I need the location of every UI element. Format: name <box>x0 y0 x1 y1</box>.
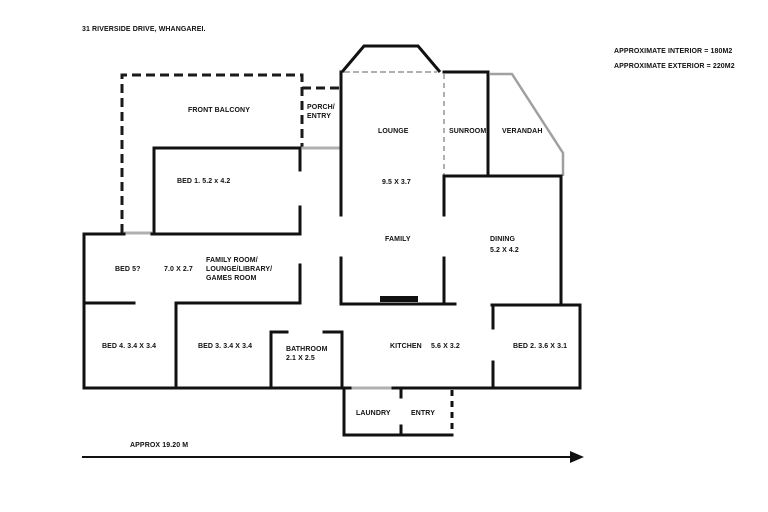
front-balcony-outline <box>120 73 340 233</box>
room-entry: ENTRY <box>411 410 435 417</box>
room-kitchen: KITCHEN <box>390 343 422 350</box>
walls <box>82 70 582 437</box>
room-bed4: BED 4. 3.4 X 3.4 <box>102 343 157 350</box>
exterior-area: APPROXIMATE EXTERIOR = 220M2 <box>614 63 735 70</box>
lounge-bay-window <box>340 44 442 73</box>
light-openings <box>124 71 445 390</box>
room-front-balcony: FRONT BALCONY <box>188 107 250 114</box>
room-bed2: BED 2. 3.6 X 3.1 <box>513 343 568 350</box>
room-lounge-size: 9.5 X 3.7 <box>382 179 411 186</box>
room-dining: DINING <box>490 236 516 243</box>
room-family-room-size: 7.0 X 2.7 <box>164 266 193 273</box>
scale-label: APPROX 19.20 M <box>130 442 189 449</box>
room-bathroom: BATHROOM 2.1 X 2.5 <box>286 346 328 362</box>
room-lounge: LOUNGE <box>378 128 409 135</box>
interior-area: APPROXIMATE INTERIOR = 180M2 <box>614 48 733 55</box>
room-bed3: BED 3. 3.4 X 3.4 <box>198 343 253 350</box>
room-bed5: BED 5? <box>115 266 141 273</box>
verandah-outline <box>490 72 565 176</box>
room-bed1: BED 1. 5.2 x 4.2 <box>177 178 231 185</box>
room-family-room: FAMILY ROOM/ LOUNGE/LIBRARY/ GAMES ROOM <box>206 257 273 282</box>
room-porch-entry: PORCH/ ENTRY <box>307 104 335 120</box>
room-family: FAMILY <box>385 236 411 243</box>
scale-arrow <box>82 451 584 463</box>
fireplace <box>380 296 418 302</box>
property-address: 31 RIVERSIDE DRIVE, WHANGAREI. <box>82 26 206 33</box>
room-kitchen-size: 5.6 X 3.2 <box>431 343 460 350</box>
room-laundry: LAUNDRY <box>356 410 391 417</box>
room-verandah: VERANDAH <box>502 128 543 135</box>
room-sunroom: SUNROOM <box>449 128 487 135</box>
room-dining-size: 5.2 X 4.2 <box>490 247 519 254</box>
